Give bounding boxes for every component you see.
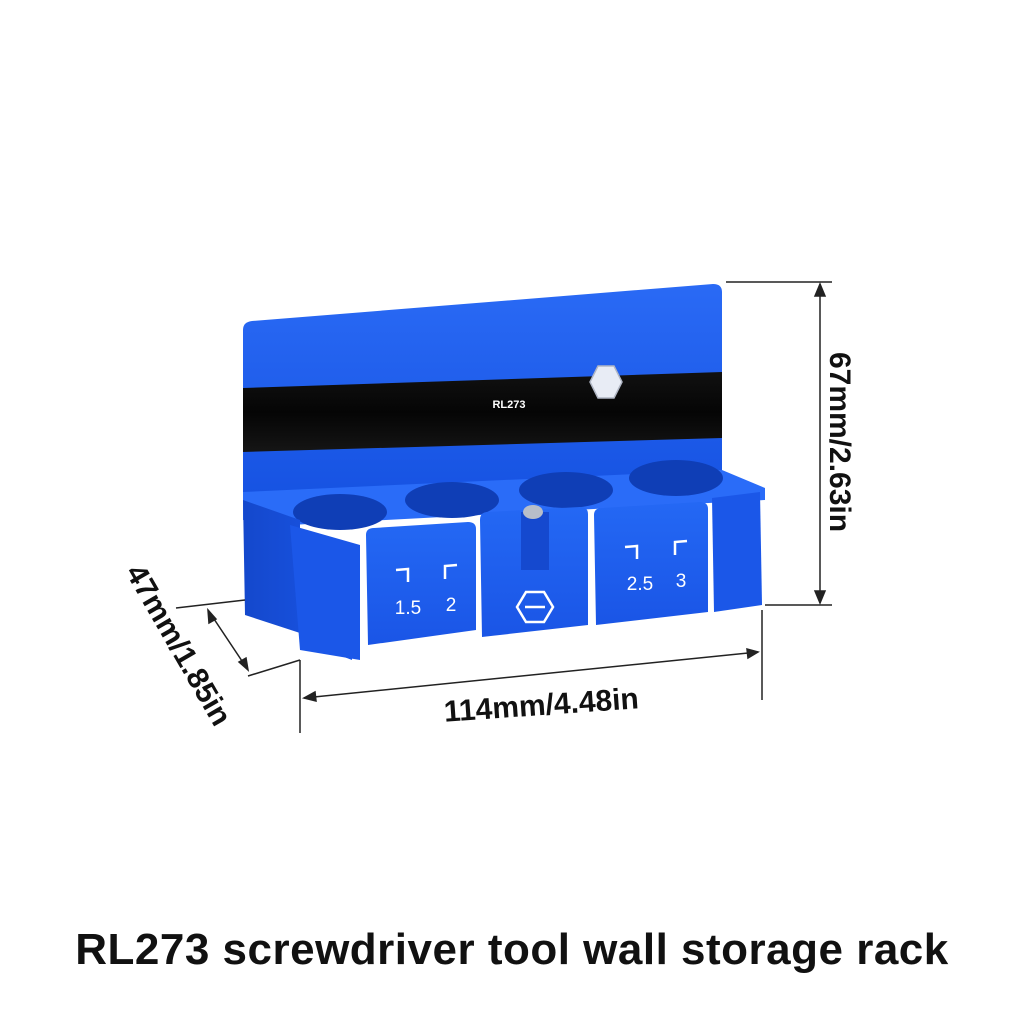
corner-left-icon	[624, 544, 639, 559]
depth-label: 47mm/1.85in	[119, 559, 238, 731]
product-caption: RL273 screwdriver tool wall storage rack	[75, 925, 949, 974]
front-block-center	[480, 505, 588, 637]
model-label: RL273	[492, 399, 525, 411]
slotted-screw-icon	[515, 590, 555, 624]
size-label: 2.5	[627, 574, 653, 595]
slot-left-icons	[395, 563, 458, 582]
side-wall-right	[712, 492, 762, 612]
height-label: 67mm/2.63in	[823, 352, 856, 532]
side-wall-front	[290, 525, 360, 660]
slot-right-icons	[624, 539, 688, 559]
size-label: 1.5	[395, 598, 421, 619]
size-label: 2	[446, 595, 457, 616]
corner-right-icon	[673, 539, 688, 555]
height-dimension	[726, 281, 832, 606]
magnet-dot	[523, 505, 543, 519]
width-dimension	[299, 610, 763, 733]
size-label: 3	[676, 571, 687, 592]
depth-dimension	[175, 599, 301, 677]
width-label: 114mm/4.48in	[443, 682, 640, 729]
corner-left-icon	[395, 567, 410, 582]
front-block-right	[594, 502, 708, 625]
front-block-left	[366, 522, 476, 645]
shelf-top	[243, 460, 765, 530]
back-plate: RL273	[243, 284, 722, 520]
corner-right-icon	[443, 563, 458, 579]
hex-magnet-icon	[589, 365, 623, 399]
